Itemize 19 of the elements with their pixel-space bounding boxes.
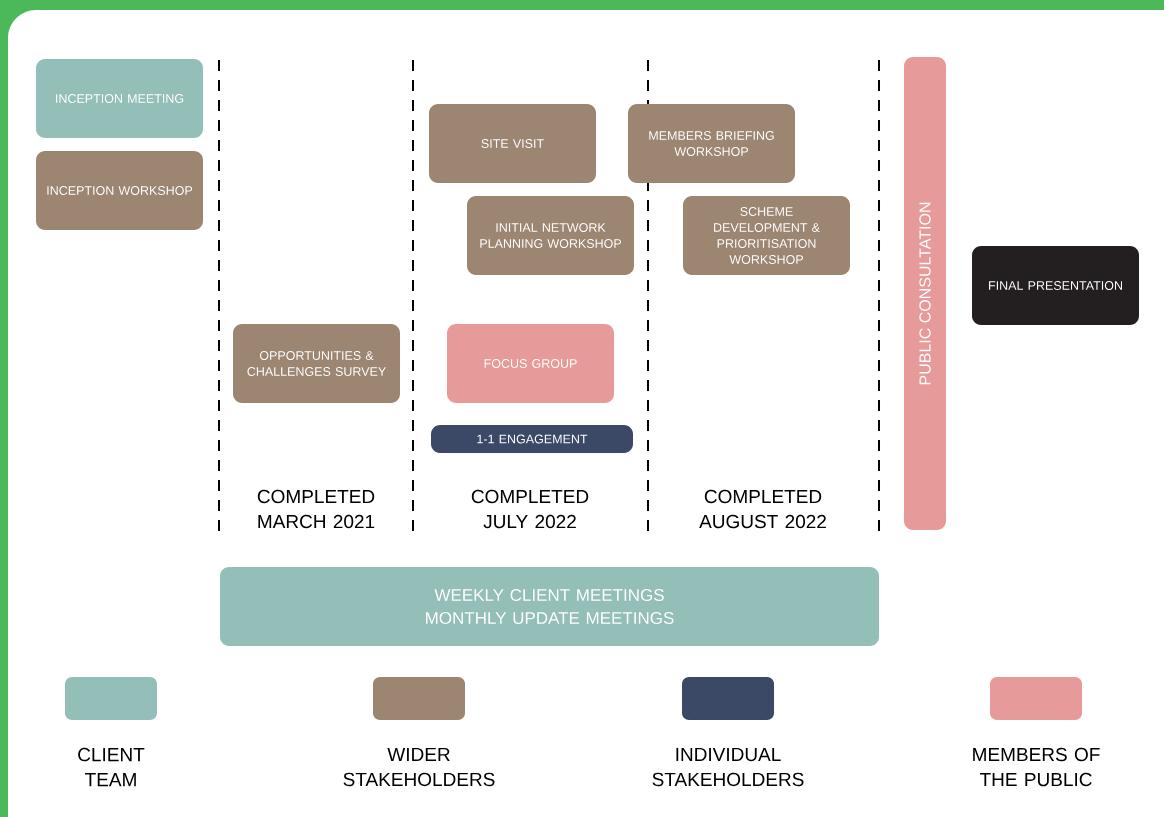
- legend-label: INDIVIDUAL STAKEHOLDERS: [652, 747, 804, 787]
- activity-box: SITE VISIT: [429, 104, 596, 183]
- legend-label: MEMBERS OF THE PUBLIC: [973, 747, 1100, 787]
- phase-bar: PUBLIC CONSULTATION: [904, 57, 946, 530]
- activity-box: WEEKLY CLIENT MEETINGS MONTHLY UPDATE MEETINGS: [220, 567, 879, 646]
- activity-box: SCHEME DEVELOPMENT & PRIORITISATION WORKSHOP: [683, 196, 850, 275]
- stage-label: COMPLETED MARCH 2021: [257, 489, 375, 529]
- activity-box: INCEPTION MEETING: [36, 59, 203, 138]
- activity-box: 1-1 ENGAGEMENT: [431, 425, 633, 453]
- activity-box: INCEPTION WORKSHOP: [36, 151, 203, 230]
- stage-label: COMPLETED AUGUST 2022: [699, 489, 826, 529]
- activity-box: OPPORTUNITIES & CHALLENGES SURVEY: [233, 324, 400, 403]
- activity-box: MEMBERS BRIEFING WORKSHOP: [628, 104, 795, 183]
- legend-label: CLIENT TEAM: [78, 747, 145, 787]
- activity-box: FINAL PRESENTATION: [972, 246, 1139, 325]
- legend-label: WIDER STAKEHOLDERS: [343, 747, 495, 787]
- activity-box: FOCUS GROUP: [447, 324, 614, 403]
- stage-label: COMPLETED JULY 2022: [471, 489, 589, 529]
- activity-box: INITIAL NETWORK PLANNING WORKSHOP: [467, 196, 634, 275]
